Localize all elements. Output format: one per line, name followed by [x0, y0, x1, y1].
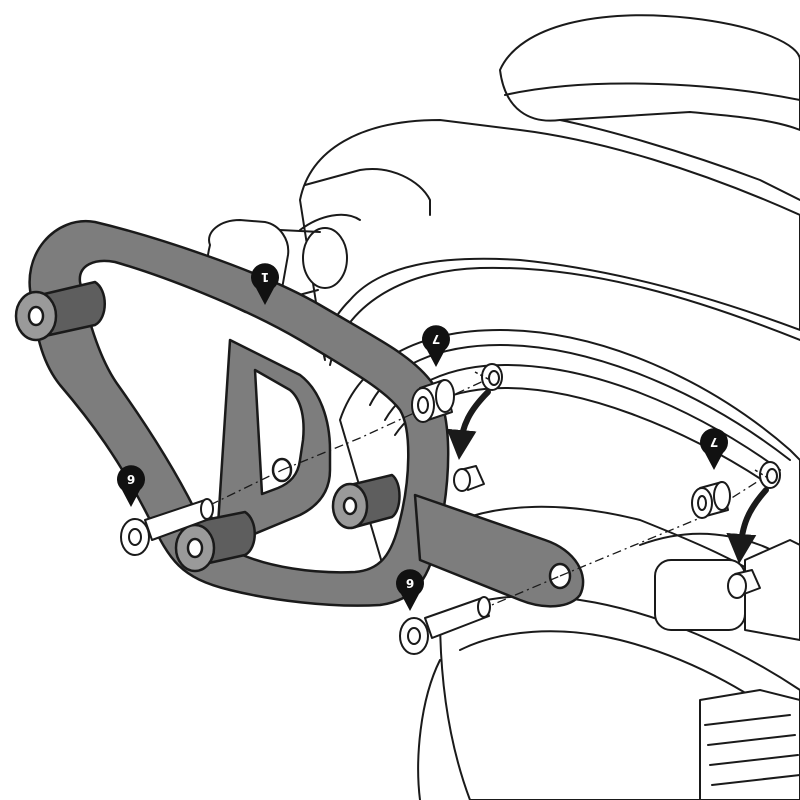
callout-label: 7 — [710, 435, 718, 449]
rear-fender — [299, 119, 800, 361]
direction-arrows — [446, 389, 769, 564]
bolt-bottom — [399, 596, 491, 655]
nut-lower — [727, 569, 761, 599]
callout-part-6a: 6 — [117, 465, 146, 507]
callout-part-7a: 7 — [422, 325, 451, 367]
bushing-center — [331, 473, 401, 530]
bushing-top-left — [14, 280, 106, 342]
callout-part-1: 1 — [251, 263, 279, 305]
callout-part-6b: 6 — [396, 569, 425, 611]
hardware — [120, 363, 781, 655]
spacer-upper — [411, 379, 455, 423]
nut-upper — [453, 465, 485, 492]
motorcycle-body — [206, 14, 800, 800]
callout-part-7b: 7 — [700, 428, 728, 470]
spacer-lower — [691, 481, 731, 519]
callout-label: 1 — [261, 270, 269, 284]
seat — [499, 14, 800, 131]
bolt-left — [120, 498, 214, 556]
callout-label: 6 — [406, 576, 414, 590]
side-carrier-bracket — [14, 219, 585, 608]
callout-label: 7 — [432, 332, 440, 346]
callout-label: 6 — [127, 472, 135, 486]
